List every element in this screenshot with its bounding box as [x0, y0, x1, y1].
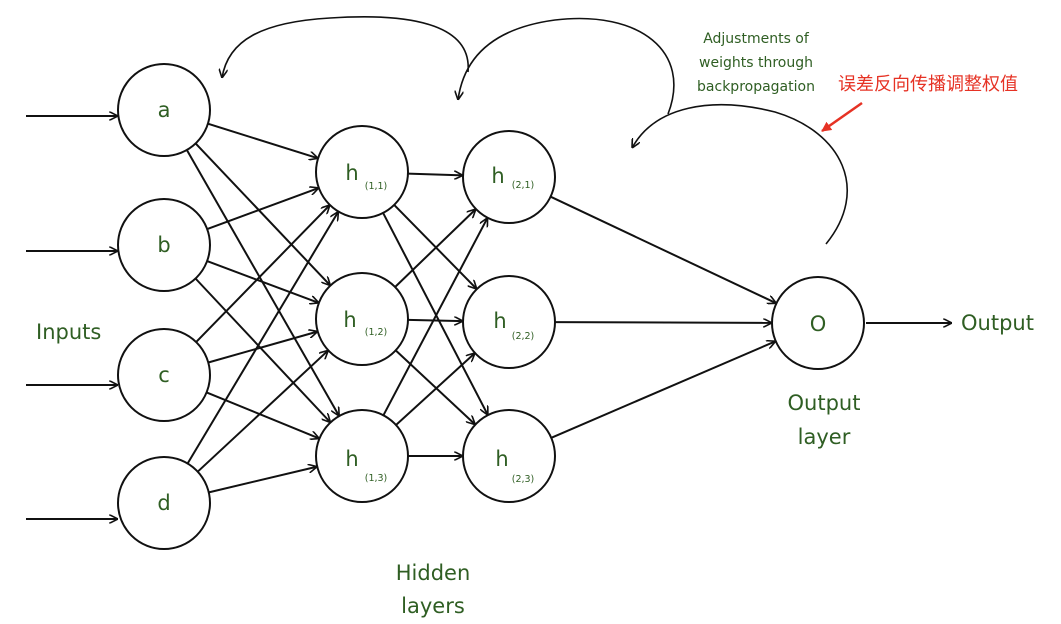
node-subscript: (2,1): [512, 180, 535, 191]
backprop-annotation-line3: backpropagation: [697, 79, 815, 95]
node-label: h: [491, 164, 504, 188]
edge-d-h11: [186, 212, 339, 465]
backprop-loop-1: [222, 15, 469, 78]
input-node-b: b: [117, 198, 211, 292]
node-label: a: [158, 98, 171, 122]
node-label: h: [493, 309, 506, 333]
edge-a-h11: [207, 122, 318, 159]
edge-b-h11: [206, 188, 319, 231]
node-label: h: [343, 308, 356, 332]
edge-h21-o: [550, 195, 777, 304]
edge-c-h13: [206, 391, 320, 438]
output-node: O: [771, 276, 865, 370]
node-label: O: [810, 312, 827, 336]
inputs-label: Inputs: [36, 320, 101, 344]
nodes: a b c d h (1,1) h (1,2) h (1,3): [117, 63, 865, 550]
chinese-annotation: 误差反向传播调整权值: [838, 74, 1018, 95]
edge-c-h11: [195, 205, 330, 343]
node-subscript: (1,1): [365, 181, 388, 192]
edge-h23-o: [550, 341, 775, 439]
hidden-node-h23: h (2,3): [462, 409, 556, 503]
input-node-c: c: [117, 328, 211, 422]
edge-b-h12: [206, 260, 319, 303]
node-label: b: [157, 233, 170, 257]
backprop-annotation-line2: weights through: [699, 55, 813, 71]
edge-d-h13: [208, 467, 317, 494]
node-subscript: (1,3): [365, 473, 388, 484]
edge-d-h12: [197, 350, 329, 473]
edge-h13-h21: [382, 218, 489, 416]
node-label: h: [345, 447, 358, 471]
node-label: h: [495, 447, 508, 471]
input-arrows: [26, 116, 118, 519]
connection-edges: [185, 122, 777, 494]
backprop-loop-2: [458, 17, 675, 115]
node-label: c: [158, 363, 170, 387]
node-label: h: [345, 161, 358, 185]
backprop-loops: [222, 15, 849, 245]
edge-h12-h22: [407, 320, 463, 321]
input-node-a: a: [117, 63, 211, 157]
node-label: d: [157, 491, 170, 515]
input-node-d: d: [117, 456, 211, 550]
edge-h11-h23: [382, 212, 489, 415]
hidden-node-h13: h (1,3): [315, 409, 409, 503]
node-subscript: (2,3): [512, 474, 535, 485]
annotation-arrow: [821, 101, 863, 133]
backprop-annotation-line1: Adjustments of: [703, 31, 810, 47]
output-layer-label-line2: layer: [798, 425, 851, 449]
output-layer-label-line1: Output: [788, 391, 861, 415]
backprop-loop-3: [632, 103, 849, 245]
edge-h22-o: [554, 322, 772, 323]
hidden-node-h12: h (1,2): [315, 272, 409, 366]
edge-h12-h23: [395, 349, 476, 424]
edge-b-h13: [194, 277, 331, 423]
output-label: Output: [961, 311, 1034, 335]
hidden-layers-label-line2: layers: [401, 594, 465, 618]
edge-c-h12: [208, 332, 317, 364]
node-subscript: (1,2): [365, 327, 388, 338]
edge-h11-h21: [407, 174, 463, 176]
edge-h12-h21: [394, 209, 476, 288]
hidden-node-h21: h (2,1): [462, 130, 556, 224]
hidden-layers-label-line1: Hidden: [396, 561, 471, 585]
hidden-node-h11: h (1,1): [315, 125, 409, 219]
hidden-node-h22: h (2,2): [462, 275, 556, 369]
edge-h13-h22: [395, 353, 475, 426]
node-subscript: (2,2): [512, 331, 535, 342]
